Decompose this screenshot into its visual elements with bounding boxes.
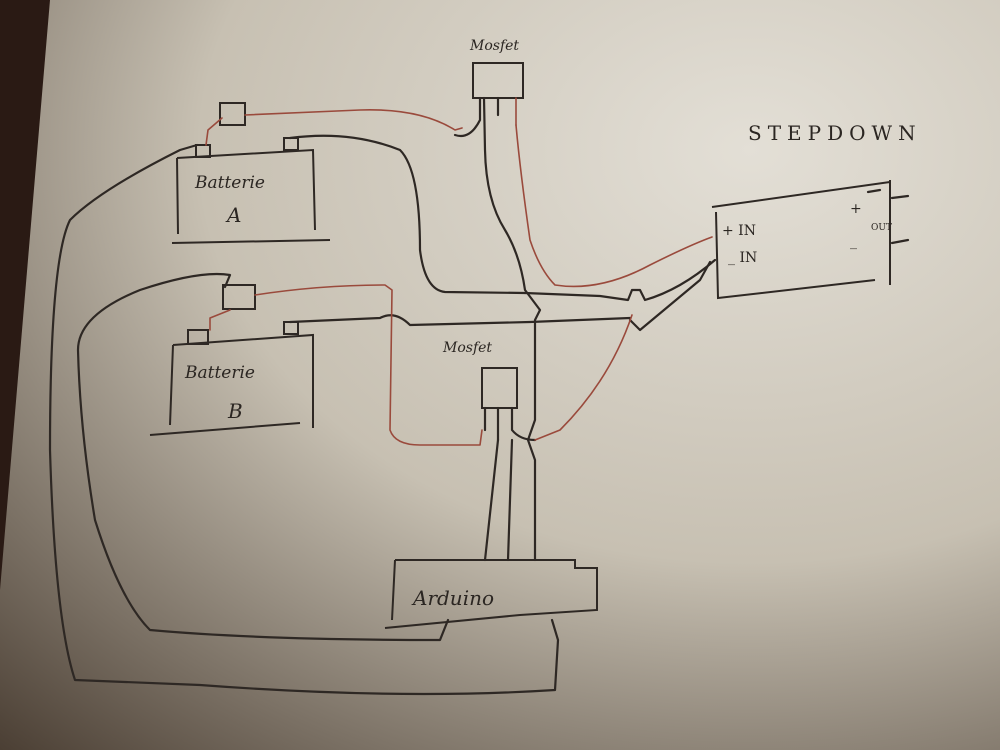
battery-a-id: A: [225, 203, 241, 227]
red-wires: [205, 109, 713, 446]
arduino-body: [384, 559, 598, 629]
battery-b-label: Batterie: [184, 363, 255, 383]
stepdown-title: STEPDOWN: [748, 121, 922, 145]
mosfet-top-label: Mosfet: [469, 38, 519, 54]
stepdown-out-plus: +: [850, 201, 862, 217]
black-wires: [48, 96, 717, 696]
stepdown-out-label: OUT: [871, 223, 892, 233]
battery-a-label: Batterie: [194, 173, 265, 193]
mosfet-mid-label: Mosfet: [442, 340, 492, 356]
stepdown-out-minus: _: [850, 234, 857, 250]
mosfet-mid-body: [481, 367, 518, 409]
stepdown-converter: STEPDOWN + IN _ IN + OUT _: [711, 121, 922, 300]
battery-b-id: B: [227, 399, 243, 423]
battery-a-body: [171, 148, 331, 244]
stepdown-body: [711, 180, 891, 300]
mosfet-mid: Mosfet: [442, 340, 537, 442]
stepdown-in-plus: + IN: [722, 223, 756, 239]
battery-b: Batterie B: [149, 284, 314, 436]
arduino-label: Arduino: [411, 586, 494, 610]
mosfet-top: Mosfet: [453, 38, 524, 138]
stepdown-in-minus: _ IN: [728, 250, 757, 266]
battery-b-body: [149, 333, 314, 436]
arduino: Arduino: [384, 559, 598, 629]
